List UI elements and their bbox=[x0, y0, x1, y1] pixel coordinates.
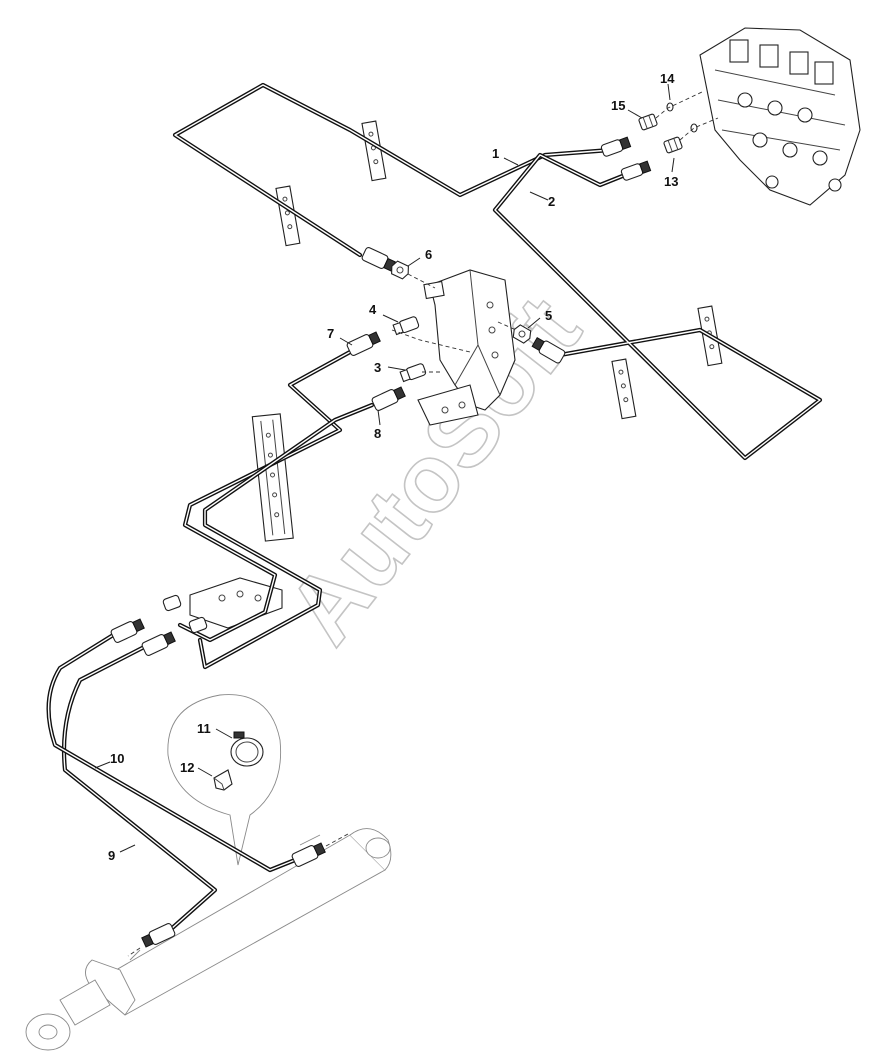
hose-1 bbox=[172, 82, 613, 258]
hose-2 bbox=[492, 152, 823, 461]
callout-1: 1 bbox=[492, 146, 499, 161]
callout-2: 2 bbox=[548, 194, 555, 209]
callout-15: 15 bbox=[611, 98, 625, 113]
detail-bubble bbox=[167, 694, 282, 866]
callout-9: 9 bbox=[108, 848, 115, 863]
hose-end-fitting bbox=[371, 386, 406, 411]
control-valve-block bbox=[699, 27, 861, 206]
hose-end-fitting bbox=[600, 136, 632, 157]
hose-end-fitting bbox=[141, 631, 176, 656]
callout-7: 7 bbox=[327, 326, 334, 341]
callout-5: 5 bbox=[545, 308, 552, 323]
hose-7 bbox=[177, 349, 353, 643]
callout-10: 10 bbox=[110, 751, 124, 766]
callout-4: 4 bbox=[369, 302, 377, 317]
adapter-15 bbox=[638, 113, 658, 131]
hydraulic-cylinder bbox=[25, 828, 392, 1051]
leader-lines bbox=[94, 83, 675, 853]
callout-8: 8 bbox=[374, 426, 381, 441]
callout-13: 13 bbox=[664, 174, 678, 189]
hose-end-fitting bbox=[361, 247, 396, 272]
clamp-bar-tall bbox=[251, 413, 294, 542]
o-ring bbox=[690, 123, 698, 133]
elbow-3 bbox=[399, 363, 427, 383]
hose-end-fitting bbox=[291, 842, 326, 867]
elbow-fitting bbox=[188, 616, 208, 634]
hose-10 bbox=[46, 629, 303, 873]
hose-end-fitting bbox=[620, 160, 652, 181]
hose-end-fitting bbox=[346, 331, 381, 356]
callout-3: 3 bbox=[374, 360, 381, 375]
clamp-shield bbox=[213, 769, 233, 791]
hose-9 bbox=[61, 642, 218, 933]
hose-8 bbox=[197, 402, 375, 670]
callout-11: 11 bbox=[197, 721, 211, 736]
hose-end-fitting bbox=[110, 618, 145, 643]
hose-end-fitting bbox=[531, 336, 566, 364]
callout-6: 6 bbox=[425, 247, 432, 262]
adapter-13 bbox=[663, 136, 683, 154]
callout-12: 12 bbox=[180, 760, 194, 775]
callout-14: 14 bbox=[660, 71, 675, 86]
hose-clamp bbox=[230, 731, 264, 767]
elbow-4 bbox=[392, 316, 420, 336]
clamp-bar bbox=[611, 358, 637, 420]
mounting-bracket bbox=[417, 269, 516, 426]
hose-end-fitting bbox=[141, 923, 176, 948]
elbow-fitting bbox=[162, 594, 182, 612]
